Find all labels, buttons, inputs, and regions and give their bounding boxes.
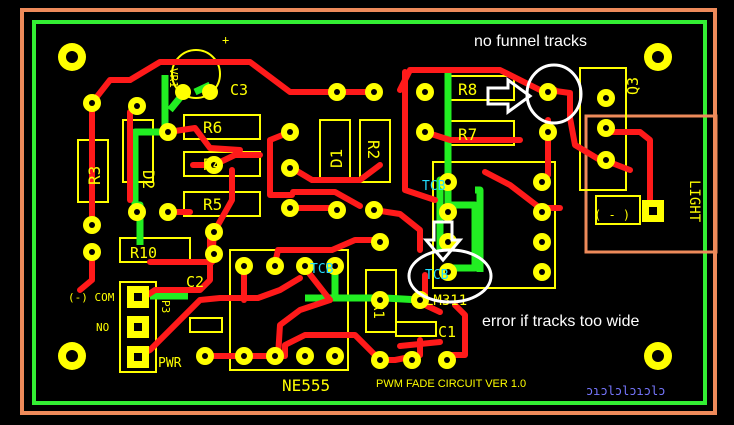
label-no: NO — [96, 321, 109, 334]
label-pwr: PWR — [158, 356, 182, 371]
label-r6: R6 — [203, 118, 222, 137]
label-c3: C3 — [230, 81, 248, 99]
label-r8: R8 — [458, 80, 477, 99]
mounting-holes — [58, 43, 672, 370]
net-label-2: TCB — [310, 262, 334, 277]
annotation-no-funnel: no funnel tracks — [474, 33, 587, 50]
label-c1: C1 — [438, 323, 456, 341]
label-r1: R1 — [370, 302, 386, 319]
arrow-right-icon — [486, 77, 533, 115]
pad-drill-holes — [89, 89, 609, 363]
label-q3: Q3 — [624, 77, 642, 95]
label-d2: D2 — [139, 170, 158, 189]
label-com: (-) COM — [68, 291, 115, 304]
label-d1: D1 — [327, 149, 346, 168]
label-r4: R4 — [203, 155, 222, 174]
arrow-down-icon — [422, 220, 464, 263]
label-ne555: NE555 — [282, 376, 330, 395]
net-label-1: TCB — [422, 179, 446, 194]
mirrored-bottom-text: ɔɿɔlɔlɔɿɔlɔ — [586, 384, 665, 398]
silkscreen-bodies — [77, 49, 641, 373]
label-r2: R2 — [364, 140, 383, 159]
label-r10: R10 — [130, 244, 157, 262]
annotation-error-wide: error if tracks too wide — [482, 313, 639, 330]
label-c3-plus: + — [222, 33, 229, 47]
label-light-minus: ( - ) — [594, 208, 630, 222]
net-labels: TCB TCB TCB — [310, 179, 449, 283]
inner-board-outline — [32, 20, 707, 405]
label-r7: R7 — [458, 125, 477, 144]
label-vr1: VR1 — [167, 68, 180, 88]
label-r5: R5 — [203, 195, 222, 214]
net-label-3: TCB — [425, 268, 449, 283]
annotation-overlay: no funnel tracks error if tracks too wid… — [407, 33, 639, 330]
label-c2: C2 — [186, 273, 204, 291]
label-p3: P3 — [159, 300, 172, 313]
board-title: PWM FADE CIRCUIT VER 1.0 — [376, 378, 526, 390]
square-pads — [127, 200, 664, 368]
label-light: LIGHT — [686, 180, 702, 223]
light-connector-outline — [584, 114, 718, 254]
silkscreen-labels: R3 D2 R6 R4 R5 D1 R2 R8 R7 R10 C3 + Q3 C… — [68, 33, 702, 395]
label-r3: R3 — [85, 166, 104, 185]
